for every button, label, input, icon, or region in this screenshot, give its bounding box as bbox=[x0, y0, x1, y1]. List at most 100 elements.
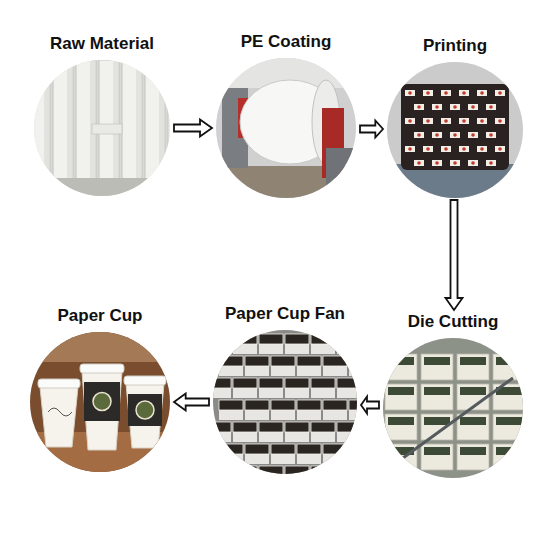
process-step: Raw Material bbox=[32, 34, 172, 196]
cut-stack bbox=[385, 384, 417, 410]
print-dot bbox=[498, 91, 502, 95]
roll-shade bbox=[136, 60, 141, 196]
print-pattern bbox=[441, 146, 451, 152]
print-pattern bbox=[405, 146, 415, 152]
cup-lid bbox=[124, 376, 166, 385]
print-strip bbox=[496, 417, 522, 425]
photo-circle bbox=[383, 338, 523, 478]
print-strip bbox=[496, 447, 522, 455]
print-dot bbox=[453, 133, 457, 137]
cup-fan bbox=[285, 378, 309, 388]
print-pattern bbox=[486, 160, 496, 166]
photo bbox=[216, 58, 356, 198]
cut-stack bbox=[493, 444, 523, 470]
print-pattern bbox=[405, 90, 415, 96]
print-dot bbox=[489, 133, 493, 137]
print-pattern bbox=[459, 118, 469, 124]
photo bbox=[34, 60, 170, 196]
print-pattern bbox=[495, 118, 505, 124]
print-dot bbox=[426, 147, 430, 151]
stack-edge bbox=[349, 364, 357, 376]
print-pattern bbox=[441, 118, 451, 124]
cup-lid bbox=[38, 379, 80, 388]
photo-background bbox=[216, 58, 356, 198]
cup-fan bbox=[245, 400, 269, 410]
print-dot bbox=[462, 147, 466, 151]
photo-background bbox=[34, 60, 170, 196]
print-pattern bbox=[468, 160, 478, 166]
print-dot bbox=[498, 119, 502, 123]
cup-fan bbox=[271, 400, 295, 410]
cup-fan bbox=[311, 422, 335, 432]
print-dot bbox=[471, 133, 475, 137]
cup-fan bbox=[219, 444, 243, 454]
print-dot bbox=[480, 119, 484, 123]
photo-circle bbox=[387, 62, 523, 198]
print-pattern bbox=[414, 160, 424, 166]
hollow-arrow bbox=[174, 120, 212, 137]
cup-fan bbox=[297, 444, 321, 454]
print-dot bbox=[426, 119, 430, 123]
cup-fan bbox=[233, 334, 257, 344]
roll-shade bbox=[44, 60, 49, 196]
print-dot bbox=[453, 161, 457, 165]
photo-background bbox=[213, 330, 357, 474]
print-pattern bbox=[432, 160, 442, 166]
print-pattern bbox=[414, 132, 424, 138]
print-dot bbox=[444, 147, 448, 151]
cup-fan bbox=[233, 422, 257, 432]
paper-cup bbox=[40, 387, 78, 447]
cup-fan bbox=[259, 466, 283, 474]
cup-fan bbox=[213, 334, 231, 344]
print-dot bbox=[408, 147, 412, 151]
cup-fan bbox=[349, 356, 357, 366]
cut-stack bbox=[421, 384, 453, 410]
print-pattern bbox=[495, 146, 505, 152]
print-dot bbox=[471, 161, 475, 165]
step-label: Raw Material bbox=[32, 34, 172, 54]
cup-fan bbox=[213, 422, 231, 432]
paper-roll bbox=[122, 60, 142, 196]
stack-edge bbox=[213, 342, 231, 354]
photo-circle bbox=[213, 330, 357, 474]
print-pattern bbox=[486, 104, 496, 110]
print-dot bbox=[426, 91, 430, 95]
print-pattern bbox=[450, 132, 460, 138]
cup-fan bbox=[311, 334, 335, 344]
print-pattern bbox=[459, 90, 469, 96]
process-step: Paper Cup bbox=[28, 306, 172, 472]
print-pattern bbox=[486, 132, 496, 138]
cup-fan bbox=[337, 422, 357, 432]
print-dot bbox=[435, 105, 439, 109]
cut-stack bbox=[385, 354, 417, 380]
print-dot bbox=[435, 133, 439, 137]
cup-fan bbox=[337, 334, 357, 344]
step-label: Paper Cup Fan bbox=[211, 304, 359, 324]
print-strip bbox=[388, 357, 414, 365]
print-pattern bbox=[450, 160, 460, 166]
cut-stack bbox=[493, 414, 523, 440]
photo-background bbox=[30, 332, 170, 472]
paper-roll bbox=[34, 60, 50, 196]
printed-roll bbox=[401, 84, 509, 170]
print-strip bbox=[424, 447, 450, 455]
print-strip bbox=[388, 387, 414, 395]
print-strip bbox=[460, 417, 486, 425]
print-strip bbox=[424, 417, 450, 425]
print-dot bbox=[462, 91, 466, 95]
cup-fan bbox=[259, 378, 283, 388]
print-dot bbox=[489, 105, 493, 109]
print-dot bbox=[453, 105, 457, 109]
cup-fan bbox=[259, 422, 283, 432]
hollow-arrow bbox=[361, 397, 379, 414]
paper-cup bbox=[82, 372, 122, 450]
hollow-arrow bbox=[446, 200, 463, 310]
photo bbox=[383, 338, 523, 478]
cup-fan bbox=[297, 400, 321, 410]
cup-logo bbox=[136, 401, 154, 419]
cup-fan bbox=[349, 400, 357, 410]
process-step: Die Cutting bbox=[381, 312, 525, 478]
print-strip bbox=[424, 357, 450, 365]
print-dot bbox=[417, 133, 421, 137]
